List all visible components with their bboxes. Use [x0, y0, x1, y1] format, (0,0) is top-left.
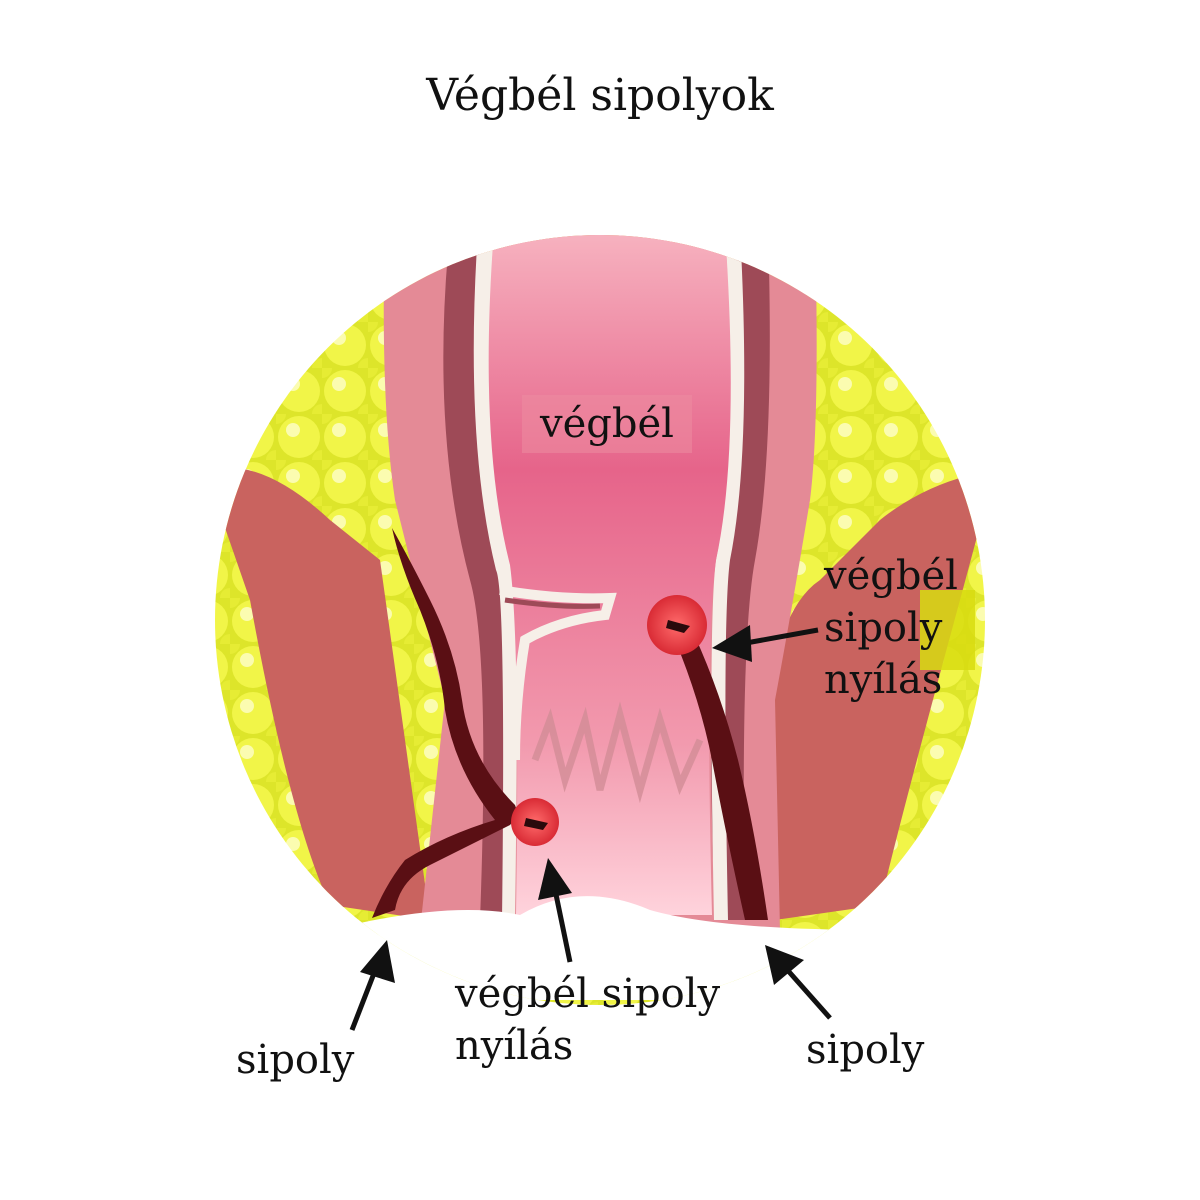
right-fistula-tract [675, 630, 768, 920]
right-fistula-label: sipoly [806, 1027, 925, 1073]
arrow-right-fistula-shaft [781, 963, 832, 1020]
pectinate-line [531, 701, 704, 804]
anal-fold-shadow [504, 597, 601, 609]
arrow-left-fistula-head [360, 940, 395, 983]
arrows [349, 625, 832, 1031]
bottom-opening-label-line1: végbél sipoly [455, 971, 721, 1017]
anal-fold [499, 585, 617, 761]
diagram-title: Végbél sipolyok [426, 70, 774, 121]
arrow-right-opening-head [712, 625, 752, 662]
right-opening-label-line3: nyílás [824, 657, 943, 703]
arrow-right-fistula-head [765, 945, 804, 985]
bottom-opening-label-line2: nyílás [455, 1023, 574, 1069]
rectal-lining-left [473, 235, 517, 920]
bottom-opening-label: végbél sipoly nyílás [455, 968, 720, 1072]
right-sphincter-muscle [775, 470, 985, 920]
right-opening-label-line2: sipoly [824, 605, 943, 651]
arrow-bottom-opening-head [538, 858, 572, 900]
right-label-backdrop [920, 590, 975, 670]
bottom-opening-center [524, 818, 548, 830]
left-sphincter-muscle [215, 467, 430, 920]
right-opening-center [666, 620, 690, 633]
right-opening-label-line1: végbél [824, 553, 958, 599]
right-opening-label: végbél sipoly nyílás [824, 550, 958, 706]
left-fistula-label: sipoly [236, 1037, 355, 1083]
rectal-wall-left-layer [443, 235, 512, 920]
rectum-label: végbél [522, 395, 692, 453]
anal-opening-notch [330, 896, 880, 1000]
left-fistula-tract [372, 528, 517, 918]
